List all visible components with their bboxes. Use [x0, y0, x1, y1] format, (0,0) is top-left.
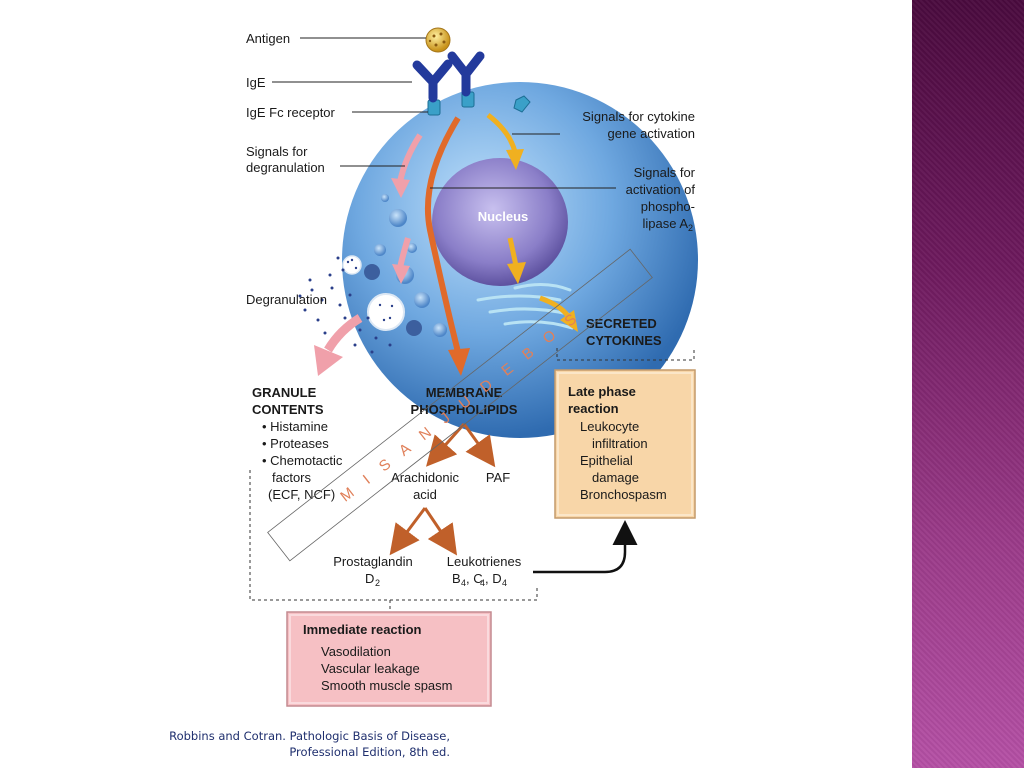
- phospholipase-subscript: 2: [688, 223, 693, 233]
- late-phase-item-bronchospasm: Bronchospasm: [580, 487, 667, 502]
- granule-item-ecf-ncf: (ECF, NCF): [268, 487, 335, 502]
- late-phase-box: [554, 369, 696, 519]
- leukotrienes-label: Leukotrienes: [447, 554, 522, 569]
- prostaglandin-d: D: [365, 571, 374, 586]
- cytokines-bracket: [556, 348, 695, 361]
- ige-fc-receptor-label: IgE Fc receptor: [246, 105, 336, 120]
- membrane-title-line1: MEMBRANE: [426, 385, 503, 400]
- side-band: [912, 0, 1024, 768]
- released-granule: [342, 255, 362, 275]
- degranulating-granule: [367, 293, 405, 331]
- signals-degranulation-line1: Signals for: [246, 144, 308, 159]
- granule-item-factors: factors: [272, 470, 312, 485]
- secreted-cytokines-line1: SECRETED: [586, 316, 657, 331]
- immediate-box-inner: [289, 614, 489, 704]
- antigen-particle: [425, 27, 451, 53]
- signals-cytokine-line1: Signals for cytokine: [582, 109, 695, 124]
- endoplasmic-reticulum: [476, 283, 574, 330]
- paf-label: PAF: [486, 470, 510, 485]
- leader-lines: [272, 37, 616, 189]
- secreted-cytokines-line2: CYTOKINES: [586, 333, 662, 348]
- phospholipase-arrow: [424, 116, 470, 376]
- leuk-c: , C: [466, 571, 483, 586]
- citation-line1: Robbins and Cotran. Pathologic Basis of …: [169, 729, 450, 743]
- late-phase-item-damage: damage: [592, 470, 639, 485]
- citation: Robbins and Cotran. Pathologic Basis of …: [140, 728, 450, 760]
- signals-phospholipase-line1: Signals for: [634, 165, 696, 180]
- nucleus-label: Nucleus: [478, 209, 529, 224]
- late-phase-title-line1: Late phase: [568, 384, 636, 399]
- immediate-title: Immediate reaction: [303, 622, 422, 637]
- signals-phospholipase-line2: activation of: [626, 182, 696, 197]
- leuk-b: B: [452, 571, 461, 586]
- granule-item-proteases: • Proteases: [262, 436, 329, 451]
- arachidonic-line1: Arachidonic: [391, 470, 459, 485]
- signals-phospholipase-line3: phospho-: [641, 199, 695, 214]
- immediate-item-vascular-leakage: Vascular leakage: [321, 661, 420, 676]
- granule-item-chemotactic: • Chemotactic: [262, 453, 343, 468]
- ige-antibodies: [412, 51, 485, 103]
- late-phase-arrow: [533, 520, 638, 574]
- granule-item-histamine: • Histamine: [262, 419, 328, 434]
- prostaglandin-sub: 2: [375, 578, 380, 588]
- leuk-d: , D: [485, 571, 502, 586]
- mast-cell-diagram: Nucleus: [246, 27, 698, 707]
- granule-title-line1: GRANULE: [252, 385, 317, 400]
- citation-line2: Professional Edition, 8th ed.: [289, 745, 450, 759]
- leuk-b-sub: 4: [461, 578, 466, 588]
- immediate-item-smooth-muscle: Smooth muscle spasm: [321, 678, 453, 693]
- immediate-reaction-box: [286, 611, 492, 707]
- degranulation-signal-arrows: [314, 133, 423, 376]
- degranulation-label: Degranulation: [246, 292, 327, 307]
- antigen-texture: [428, 32, 446, 47]
- fc-receptors: [427, 91, 531, 116]
- membrane-title-line2: PHOSPHOLIPIDS: [411, 402, 518, 417]
- leuk-d-sub: 4: [502, 578, 507, 588]
- signals-phospholipase-line4: lipase A: [642, 216, 688, 231]
- ige-label: IgE: [246, 75, 266, 90]
- leuk-c-sub: 4: [480, 578, 485, 588]
- late-phase-box-inner: [557, 372, 693, 516]
- antigen-label: Antigen: [246, 31, 290, 46]
- granule-title-line2: CONTENTS: [252, 402, 324, 417]
- arachidonic-line2: acid: [413, 487, 437, 502]
- signals-cytokine-line2: gene activation: [608, 126, 695, 141]
- late-phase-title-line2: reaction: [568, 401, 619, 416]
- late-phase-item-leukocyte: Leukocyte: [580, 419, 639, 434]
- membrane-branch-arrows: [389, 423, 496, 556]
- late-phase-item-epithelial: Epithelial: [580, 453, 633, 468]
- late-phase-item-infiltration: infiltration: [592, 436, 648, 451]
- signals-degranulation-line2: degranulation: [246, 160, 325, 175]
- immediate-item-vasodilation: Vasodilation: [321, 644, 391, 659]
- released-particles: [298, 256, 394, 354]
- prostaglandin-label: Prostaglandin: [333, 554, 413, 569]
- nucleus-shape: [432, 158, 568, 286]
